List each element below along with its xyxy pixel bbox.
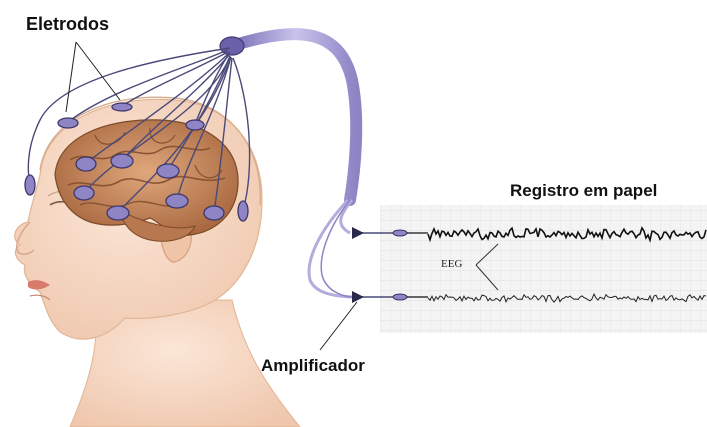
amplifier-arrow-icon — [352, 227, 364, 239]
head-illustration — [15, 97, 300, 427]
electrode-disc-icon — [186, 120, 204, 130]
electrode-disc-icon — [166, 194, 188, 208]
paper-record — [380, 205, 707, 333]
electrode-disc-icon — [74, 186, 94, 200]
electrodes-pointer — [66, 42, 120, 112]
electrode-disc-icon — [112, 103, 132, 111]
electrode-disc-icon — [58, 118, 78, 128]
paper-record-label: Registro em papel — [510, 181, 657, 201]
amplifier-label: Amplificador — [261, 356, 365, 376]
electrode-disc-icon — [76, 157, 96, 171]
electrodes-label: Eletrodos — [26, 14, 109, 35]
electrode-disc-icon — [111, 154, 133, 168]
eeg-label: EEG — [441, 258, 462, 270]
electrode-disc-icon — [238, 201, 248, 221]
electrode-disc-icon — [204, 206, 224, 220]
electrode-disc-icon — [157, 164, 179, 178]
electrode-disc-icon — [25, 175, 35, 195]
amplifier-arrow-icon — [352, 291, 364, 303]
electrode-disc-icon — [107, 206, 129, 220]
amplifier-pointer — [320, 302, 357, 350]
